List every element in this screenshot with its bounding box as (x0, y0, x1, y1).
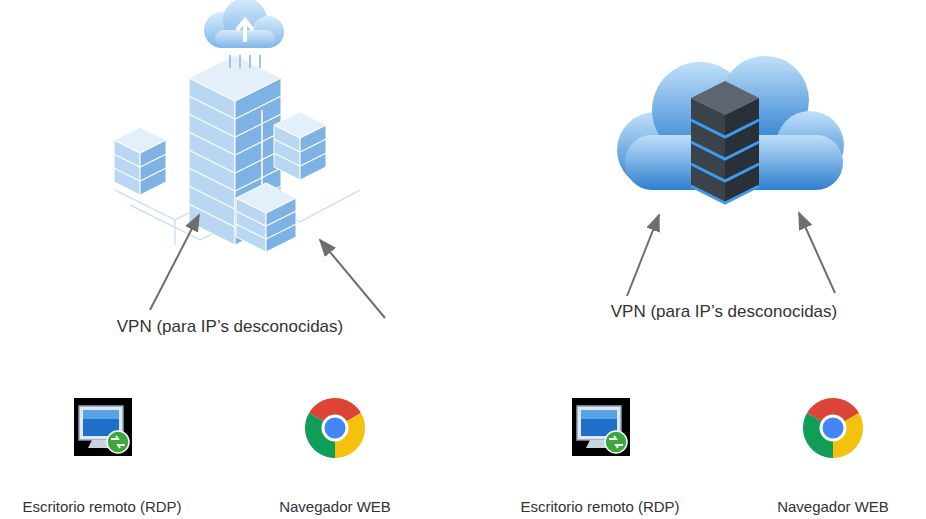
browser-icon (305, 398, 365, 458)
server-stack (691, 81, 759, 203)
server-cluster (114, 55, 326, 252)
browser-label: Navegador WEB (279, 498, 391, 515)
browser-label: Navegador WEB (777, 498, 889, 515)
cloud (617, 56, 844, 190)
rdp-label: Escritorio remoto (RDP) (520, 498, 679, 515)
rdp-icon (572, 398, 630, 456)
rdp-icon (74, 398, 132, 456)
browser-icon (803, 398, 863, 458)
vpn-label: VPN (para IP’s desconocidas) (117, 317, 343, 337)
upload-cloud (204, 0, 284, 68)
rdp-label: Escritorio remoto (RDP) (22, 498, 181, 515)
vpn-label: VPN (para IP’s desconocidas) (611, 302, 837, 322)
